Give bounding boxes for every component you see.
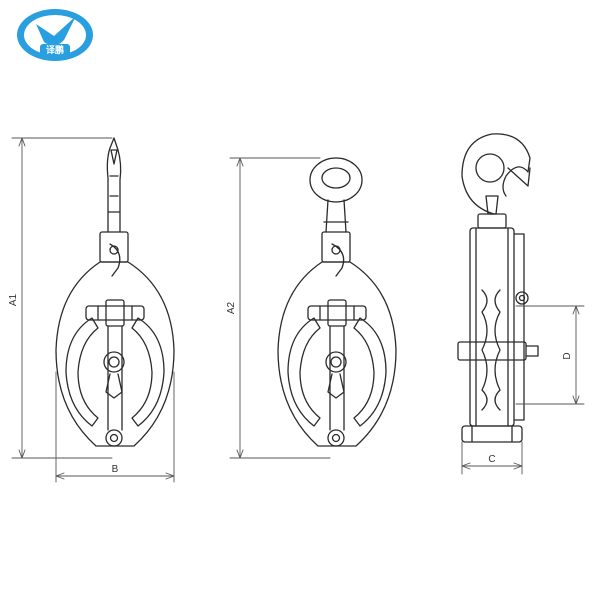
right-inner-arc (131, 317, 165, 427)
top-eye (309, 157, 363, 203)
sheave (481, 289, 488, 411)
outer-cheek (55, 261, 175, 447)
side-axle (457, 341, 527, 361)
left-inner-arc (65, 317, 99, 427)
crossbar (85, 305, 145, 321)
dimension-a2 (229, 157, 331, 459)
logo-text: 译鹏 (46, 44, 64, 56)
center-strap (107, 325, 123, 431)
axle-nut (103, 351, 125, 373)
label-a1: A1 (8, 293, 19, 306)
logo-text-plate (40, 44, 70, 56)
pulley-hook-front-view (55, 137, 175, 447)
logo-bird-icon (36, 16, 76, 46)
dimension-b (55, 371, 175, 483)
label-d: D (562, 352, 573, 359)
dimension-a1 (11, 137, 113, 459)
latch-2 (331, 243, 345, 277)
hook-latch (507, 167, 531, 187)
outer-cheek-2 (277, 261, 397, 447)
center-strap-2 (329, 325, 345, 431)
pulley-side-view (457, 133, 539, 443)
crossbar-2 (307, 305, 367, 321)
dimension-d (515, 305, 585, 405)
brand-logo: 译鹏 (17, 9, 93, 61)
left-inner-arc-2 (287, 317, 321, 427)
top-hook (106, 137, 122, 233)
dimension-c (461, 441, 523, 475)
label-b: B (112, 464, 119, 475)
pulley-eye-front-view (277, 157, 397, 447)
label-a2: A2 (226, 301, 237, 314)
bottom-bolt (105, 429, 123, 447)
label-c: C (488, 454, 495, 465)
eye-neck (323, 199, 349, 233)
side-bottom-bolt (461, 425, 523, 443)
side-latch-plate (513, 233, 525, 421)
axle-nut-2 (325, 351, 347, 373)
side-hook (461, 133, 531, 215)
bottom-bolt-2 (327, 429, 345, 447)
right-inner-arc-2 (353, 317, 387, 427)
